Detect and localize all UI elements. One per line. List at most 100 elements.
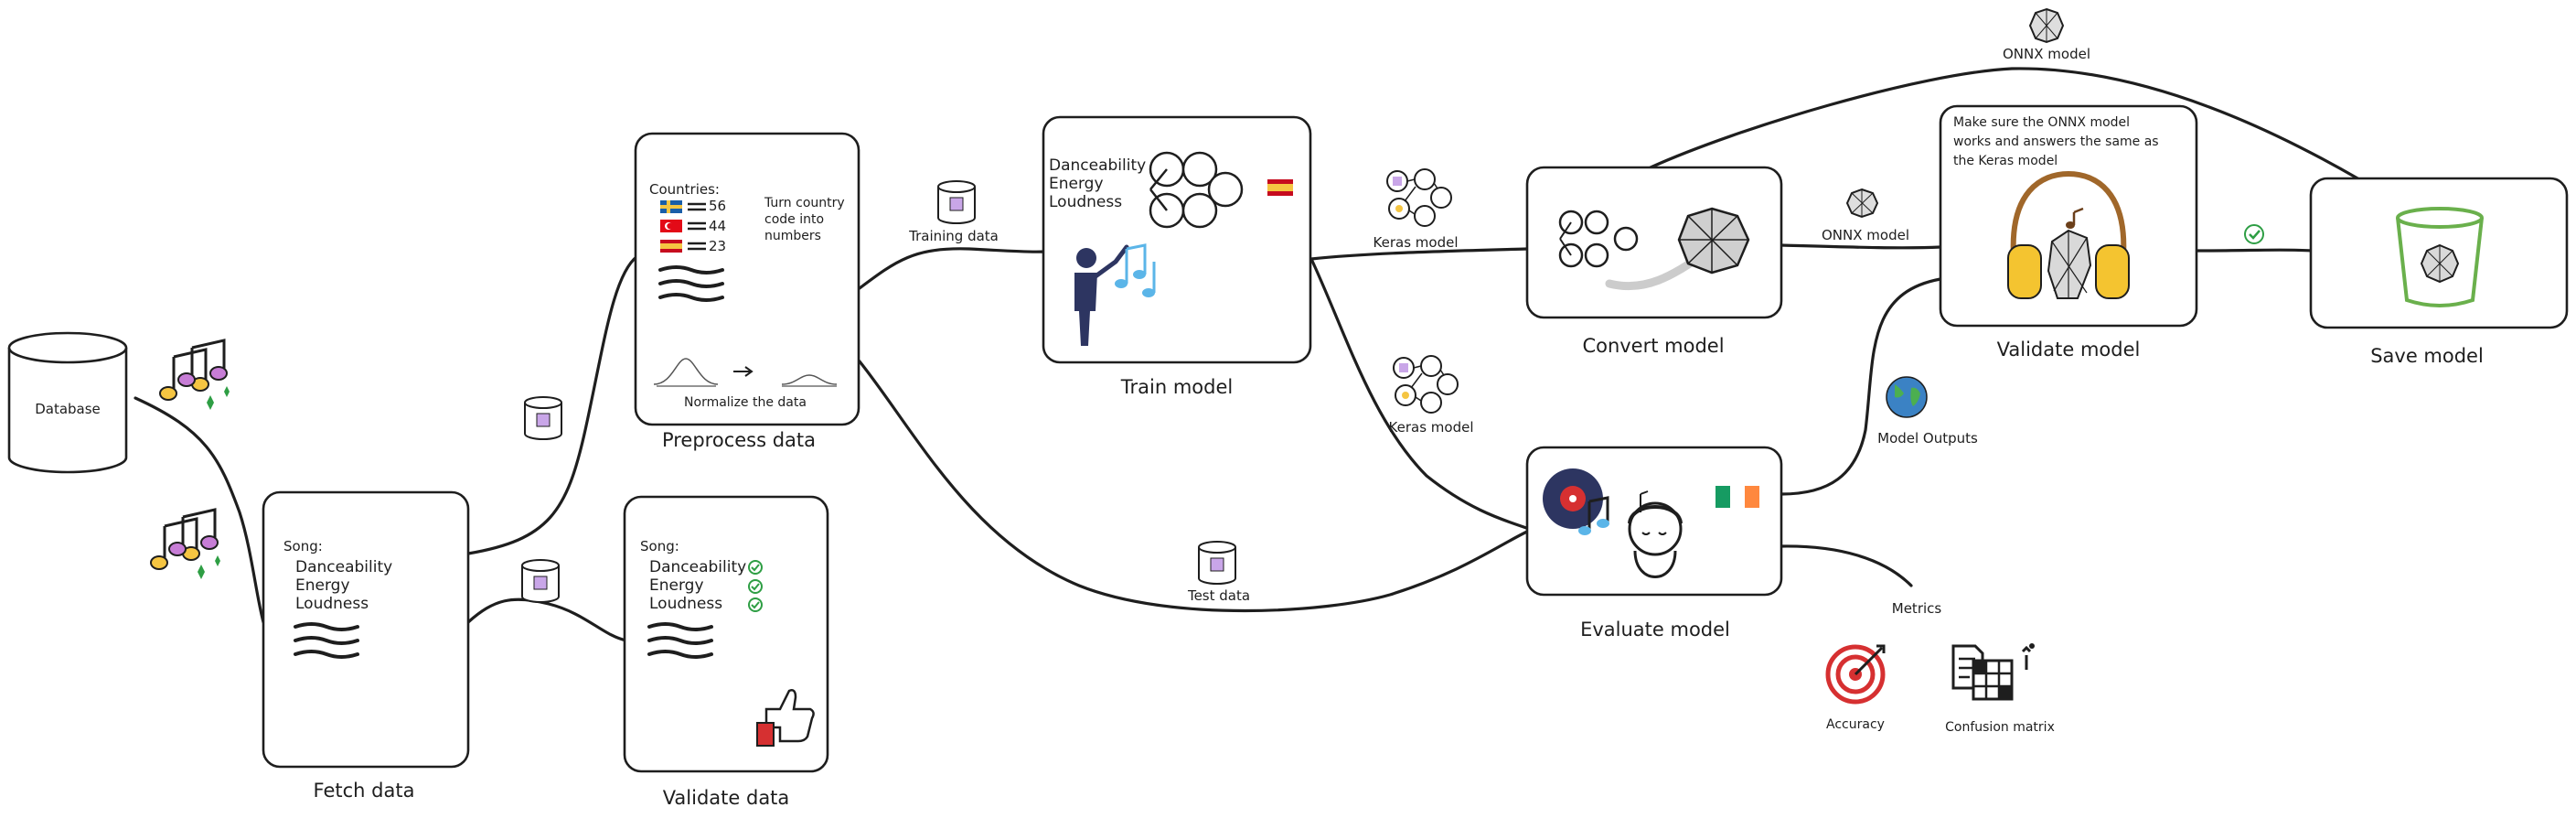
fetch-feature-2: Loudness (295, 595, 369, 613)
music-note-icon (1115, 243, 1156, 297)
edge-convert-validate (1780, 243, 1942, 250)
validate-data-node: Song: Danceability Energy Loudness Valid… (623, 495, 829, 809)
edge-fetch-preprocess (466, 254, 639, 555)
preprocess-note-0: Turn country (764, 196, 845, 210)
edge-preprocess-train (858, 247, 1045, 290)
fetch-data-node: Song: Danceability Energy Loudness Fetch… (262, 490, 470, 802)
onnx-icon (1677, 207, 1750, 274)
squiggle-lines-icon (658, 265, 724, 302)
edge-train-convert (1309, 247, 1529, 261)
save-model-node: Save model (2309, 177, 2569, 367)
validate-feature-0: Danceability (649, 558, 746, 576)
edge-database-fetch (134, 396, 265, 624)
squiggle-lines-icon (647, 622, 713, 659)
bucket-icon (2396, 207, 2484, 307)
check-icon (748, 560, 763, 575)
check-icon (748, 579, 763, 594)
check-icon (2244, 224, 2264, 244)
edge-train-evaluate (1309, 257, 1531, 531)
spain-flag-icon (1267, 179, 1293, 196)
preprocess-data-node: Countries: 56 44 23 Turn country code in… (634, 132, 860, 451)
convert-model-title: Convert model (1582, 335, 1724, 357)
edge-evaluate-validate (1780, 277, 1942, 496)
validate-model-note-0: Make sure the ONNX model (1953, 115, 2130, 130)
dataset-icon (524, 396, 562, 440)
edge-validate-save (2195, 248, 2314, 253)
sweden-flag-icon (660, 200, 682, 213)
fetch-feature-0: Danceability (295, 558, 392, 576)
evaluate-model-node: Evaluate model (1525, 446, 1783, 640)
music-notes-icon (159, 339, 230, 410)
keras-model-icon (1386, 168, 1452, 227)
keras-model-label-2: Keras model (1389, 419, 1474, 436)
test-data-label: Test data (1187, 587, 1250, 604)
validate-data-title: Validate data (663, 787, 790, 809)
keras-model-label-1: Keras model (1374, 234, 1459, 251)
database-node: Database (7, 331, 128, 474)
validate-model-note-2: the Keras model (1953, 154, 2058, 168)
preprocess-data-card (634, 132, 860, 426)
normalize-label: Normalize the data (684, 395, 807, 410)
neural-network-icon (1558, 210, 1639, 268)
train-feature-2: Loudness (1049, 193, 1122, 211)
country-value-2: 23 (709, 238, 726, 254)
edge-evaluate-metrics (1780, 544, 1913, 587)
accuracy-label: Accuracy (1826, 717, 1885, 732)
music-notes-icon (150, 508, 220, 579)
target-icon (1825, 644, 1886, 705)
validate-model-node: Make sure the ONNX model works and answe… (1939, 104, 2198, 361)
train-model-title: Train model (1120, 376, 1233, 398)
onnx-icon (2028, 7, 2065, 44)
squiggle-lines-icon (294, 622, 359, 659)
edge-convert-save-top (1649, 67, 2361, 181)
fetch-feature-1: Energy (295, 576, 350, 595)
onnx-model-label-1: ONNX model (1822, 227, 1909, 243)
fetch-data-title: Fetch data (314, 780, 415, 802)
headphones-icon (2007, 170, 2130, 299)
vinyl-record-icon (1543, 468, 1609, 535)
countries-label: Countries: (649, 181, 720, 198)
neural-network-icon (1149, 151, 1244, 229)
edge-fetch-validate (466, 597, 628, 642)
preprocess-note-1: code into (764, 212, 824, 227)
confusion-matrix-icon (1951, 643, 2035, 701)
dataset-icon (937, 180, 976, 224)
training-data-label: Training data (908, 228, 999, 244)
metrics-label: Metrics (1892, 600, 1942, 617)
database-label: Database (35, 401, 101, 417)
convert-model-card (1525, 166, 1783, 319)
country-value-0: 56 (709, 198, 726, 214)
edges (134, 67, 2361, 642)
fetch-song-label: Song: (283, 538, 323, 554)
listener-icon (1628, 490, 1683, 578)
train-feature-1: Energy (1049, 175, 1104, 193)
confusion-matrix-label: Confusion matrix (1945, 720, 2055, 735)
teacher-icon (1074, 244, 1129, 346)
keras-model-icon (1393, 355, 1459, 414)
normal-distribution-icon (653, 358, 838, 387)
validate-model-card (1939, 104, 2198, 328)
validate-model-note-1: works and answers the same as (1953, 135, 2159, 149)
dataset-icon (521, 559, 560, 603)
database-top (7, 331, 128, 364)
convert-model-node: Convert model (1525, 166, 1783, 357)
train-feature-0: Danceability (1049, 156, 1146, 175)
train-model-node: Danceability Energy Loudness (1042, 115, 1312, 398)
dataset-icon (1198, 541, 1236, 585)
fetch-data-card (262, 490, 470, 769)
save-model-title: Save model (2370, 345, 2484, 367)
evaluate-model-title: Evaluate model (1580, 619, 1730, 640)
database-cylinder (7, 348, 128, 474)
onnx-model-label-top: ONNX model (2003, 46, 2090, 62)
train-model-card (1042, 115, 1312, 364)
model-outputs-label: Model Outputs (1877, 430, 1978, 447)
globe-icon (1886, 376, 1928, 418)
validate-song-label: Song: (640, 538, 679, 554)
check-icon (748, 597, 763, 612)
edge-preprocess-evaluate (858, 360, 1531, 613)
country-value-1: 44 (709, 218, 726, 234)
preprocess-note-2: numbers (764, 229, 821, 243)
validate-feature-2: Loudness (649, 595, 722, 613)
onnx-icon (1845, 188, 1879, 219)
